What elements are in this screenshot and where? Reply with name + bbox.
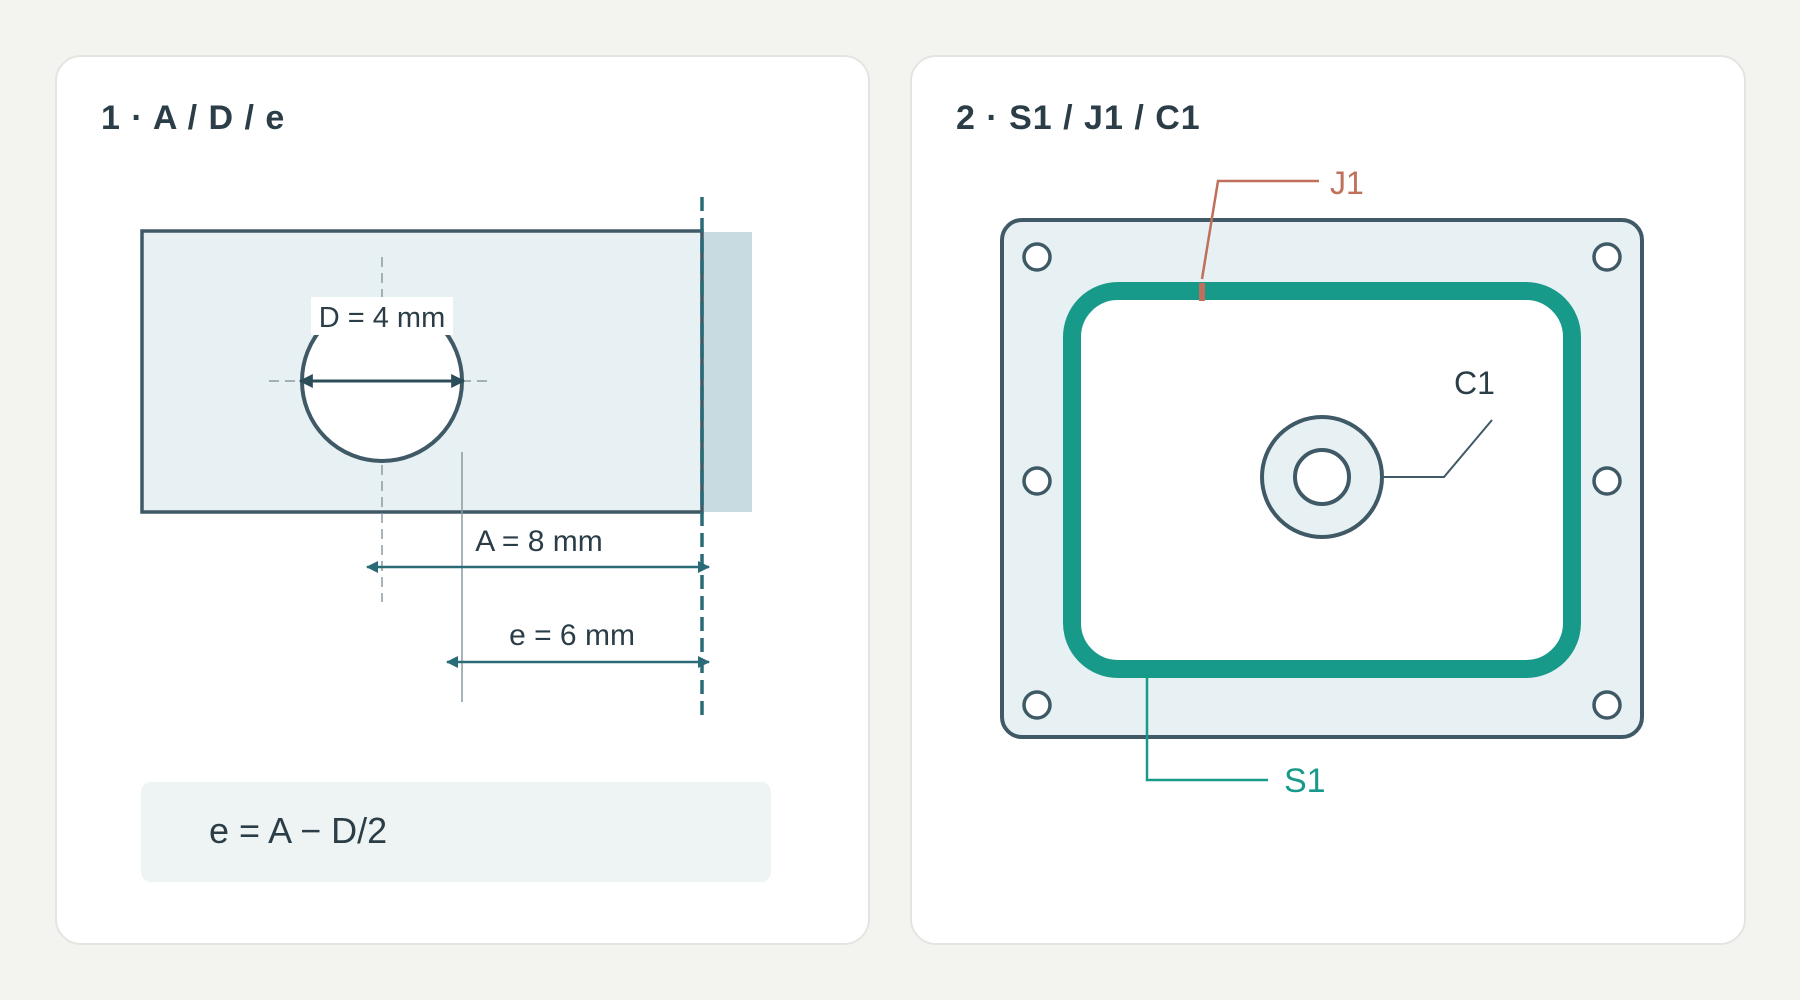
seal-diagram: J1 C1 S1	[1000, 165, 1644, 800]
panel-title: 1 · A / D / e	[101, 99, 286, 137]
dimension-diagram: D = 4 mm A = 8 mm e = 6 mm	[140, 197, 752, 717]
plate	[140, 229, 704, 514]
a-distance-label: A = 8 mm	[475, 525, 603, 558]
bolt-hole-middle-left	[1022, 466, 1052, 496]
bolt-hole-bottom-right	[1592, 690, 1622, 720]
diameter-label: D = 4 mm	[319, 302, 446, 334]
j1-label: J1	[1330, 165, 1364, 201]
bolt-hole-middle-right	[1592, 466, 1622, 496]
s1-label: S1	[1284, 762, 1326, 800]
c1-label: C1	[1454, 365, 1495, 401]
formula-text: e = A − D/2	[209, 810, 388, 851]
panel-dimensions: 1 · A / D / e	[55, 55, 870, 945]
edge-distance-label: e = 6 mm	[509, 619, 635, 652]
bolt-hole-top-left	[1022, 242, 1052, 272]
bolt-hole-top-right	[1592, 242, 1622, 272]
j1-leader-line	[1200, 179, 1319, 280]
s1-leader-line	[1145, 677, 1268, 782]
bolt-hole-bottom-left	[1022, 690, 1052, 720]
c1-leader-line	[1382, 419, 1493, 478]
diameter-label-bg	[311, 297, 453, 335]
component-c1-inner	[1293, 448, 1351, 506]
plate-edge-strip	[702, 232, 752, 512]
panel-seal: 2 · S1 / J1 / C1 J1 C1 S1	[910, 55, 1746, 945]
formula-box: e = A − D/2	[141, 782, 771, 882]
panel-title: 2 · S1 / J1 / C1	[956, 99, 1201, 137]
